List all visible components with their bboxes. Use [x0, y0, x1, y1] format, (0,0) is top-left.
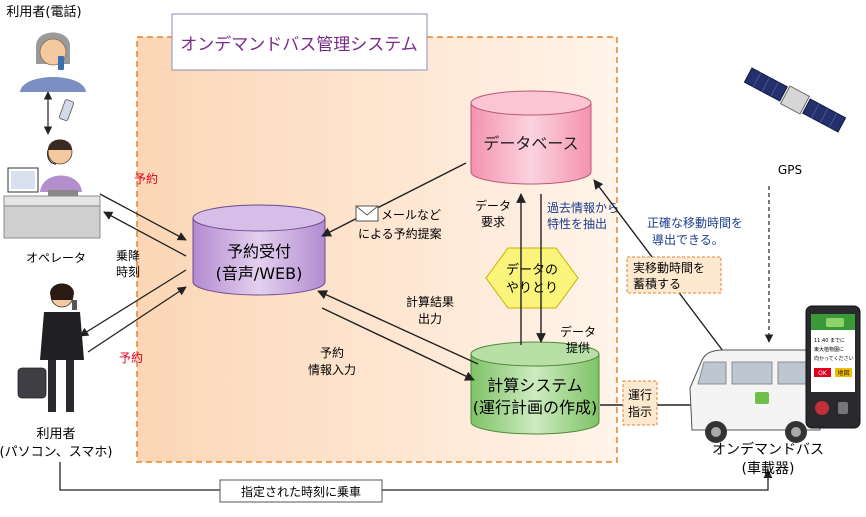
data-exchange-label-1: データの [506, 262, 558, 278]
arrow-reservation-input [321, 307, 475, 381]
reservation-input-label-2: 情報入力 [308, 363, 356, 377]
bus-label-2: (車載器) [742, 460, 795, 477]
mail-label-1: メールなど [381, 208, 441, 222]
reserve-top-label: 予約 [134, 171, 158, 186]
arrow-pickup-time [103, 211, 187, 257]
operation-box [622, 380, 658, 426]
mobile-phone-icon [58, 99, 74, 121]
data-exchange-label-2: やりとり [506, 281, 558, 296]
bus-icon [689, 349, 821, 443]
arrow-board-at-time [59, 462, 773, 491]
arrow-mail-proposal [321, 162, 467, 237]
mail-label-2: による予約提案 [358, 226, 442, 241]
board-at-time-label: 指定された時刻に乗車 [241, 484, 361, 499]
pickup-time-label-1: 乗降 [116, 249, 140, 263]
pickup-time-label-2: 時刻 [116, 265, 140, 279]
store-time-label-2: 蓄積する [633, 276, 681, 291]
database-node: データベース [470, 90, 592, 185]
phone-user-person-icon [20, 32, 86, 92]
data-request-label-2: 要求 [481, 215, 505, 229]
data-request-label-1: データ [475, 198, 511, 213]
bus-label-1: オンデマンドバス [712, 441, 824, 458]
database-label: データベース [483, 134, 578, 153]
calc-result-label-1: 計算結果 [406, 294, 454, 309]
phone-screen-line-3: 向かってください [814, 355, 854, 362]
reservation-node: 予約受付 (音声/WEB) [192, 204, 326, 296]
phone-screen-line-2: 東大植物園に [814, 346, 844, 353]
operator-person-icon [40, 139, 82, 192]
data-supply-label-2: 提供 [566, 340, 590, 355]
calc-label-2: (運行計画の作成) [473, 398, 598, 417]
phone-map-button[interactable]: 地図 [837, 369, 849, 377]
accurate-time-label-2: 導出できる。 [652, 233, 724, 247]
operation-label-1: 運行 [628, 388, 652, 402]
gps-satellite-icon [743, 67, 847, 133]
calc-system-node: 計算システム (運行計画の作成) [470, 341, 600, 435]
extract-label-2: 特性を抽出 [547, 216, 607, 231]
pc-user-label-2: (パソコン、スマホ) [0, 445, 112, 460]
envelope-icon [355, 205, 379, 222]
pc-user-person-icon [17, 283, 84, 412]
data-supply-label-1: データ [560, 324, 596, 339]
calc-result-label-2: 出力 [418, 312, 442, 326]
arrow-to-pc-user [79, 269, 187, 337]
data-exchange-hexagon: データの やりとり [485, 247, 579, 309]
operation-label-2: 指示 [628, 404, 652, 419]
reservation-label-2: (音声/WEB) [216, 264, 303, 283]
arrow-operator-reserve [99, 193, 187, 241]
reservation-input-label-1: 予約 [320, 345, 344, 360]
operator-label: オペレータ [26, 251, 86, 265]
calc-label-1: 計算システム [487, 376, 583, 395]
arrow-pc-user-reserve [87, 286, 187, 353]
reservation-label-1: 予約受付 [227, 242, 291, 261]
board-at-time-box [219, 479, 383, 503]
reserve-bottom-label: 予約 [119, 350, 143, 365]
arrow-calc-result [317, 290, 479, 365]
extract-label-1: 過去情報から [547, 201, 619, 215]
system-title: オンデマンドバス管理システム [180, 34, 418, 55]
gps-label: GPS [778, 163, 802, 177]
phone-screen-line-1: 11:40 までに [814, 338, 845, 344]
system-title-box [171, 13, 428, 71]
operator-desk-icon [3, 167, 101, 239]
phone-ok-button[interactable]: OK [818, 370, 828, 377]
accurate-time-label-1: 正確な移動時間を [647, 215, 743, 230]
store-time-box [626, 256, 722, 294]
store-time-label-1: 実移動時間を [633, 260, 705, 275]
pc-user-label-1: 利用者 [36, 427, 75, 442]
phone-user-label: 利用者(電話) [6, 4, 81, 20]
onboard-device-icon: 11:40 までに 東大植物園に 向かってください OK 地図 [805, 305, 861, 429]
